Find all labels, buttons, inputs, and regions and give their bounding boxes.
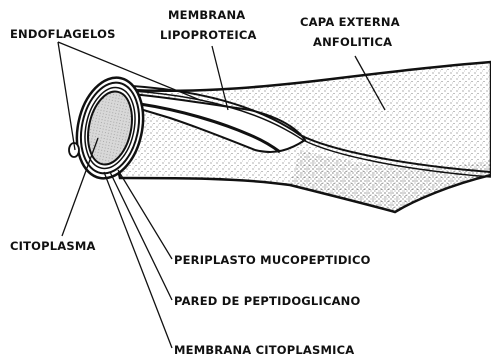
label-periplasto: PERIPLASTO MUCOPEPTIDICO xyxy=(174,253,371,267)
label-pared: PARED DE PEPTIDOGLICANO xyxy=(174,294,361,308)
label-membrana-citoplasmica: MEMBRANA CITOPLASMICA xyxy=(174,343,354,357)
label-membrana-lipoproteica-2: LIPOPROTEICA xyxy=(160,28,257,42)
label-membrana-lipoproteica-1: MEMBRANA xyxy=(168,8,245,22)
label-citoplasma: CITOPLASMA xyxy=(10,239,96,253)
label-capa-externa-2: ANFOLITICA xyxy=(313,35,392,49)
label-endoflagelos: ENDOFLAGELOS xyxy=(10,27,116,41)
label-capa-externa-1: CAPA EXTERNA xyxy=(300,15,400,29)
